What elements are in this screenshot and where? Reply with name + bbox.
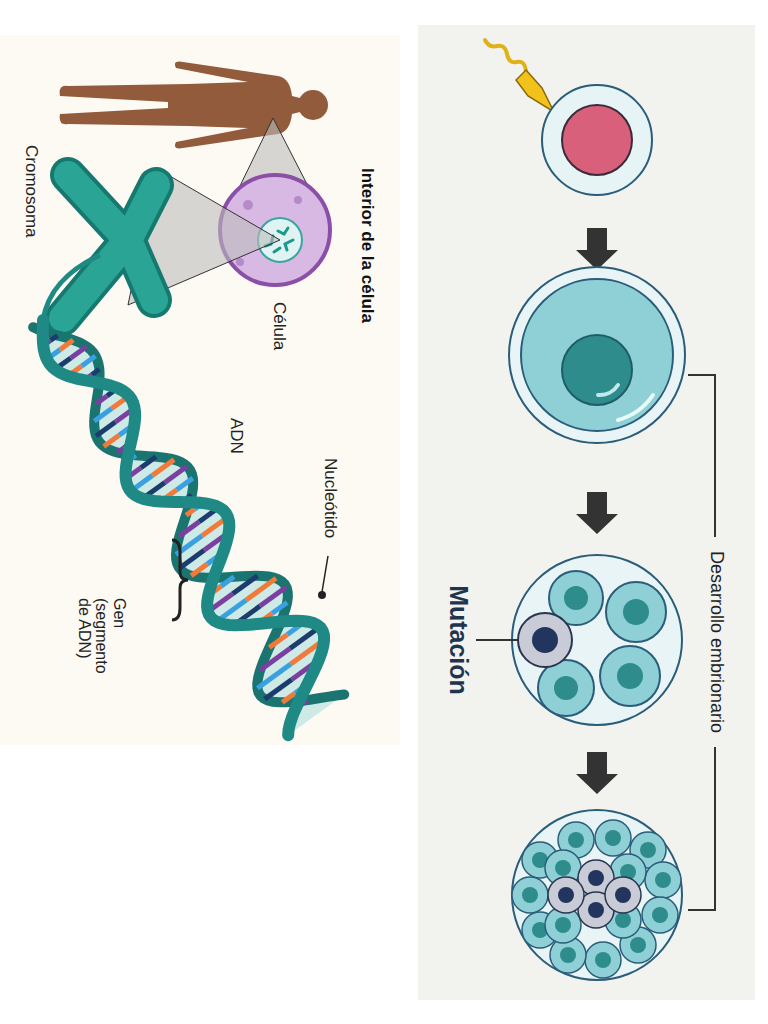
egg-cell	[542, 85, 652, 195]
base-pair	[60, 340, 73, 350]
cell-nucleus	[605, 830, 621, 846]
cell	[538, 660, 594, 716]
arrow	[576, 228, 618, 270]
embryo-outer	[512, 555, 682, 725]
base-pair	[96, 422, 115, 436]
part-label: Nucleótido	[320, 458, 339, 568]
cell-nucleus	[623, 599, 649, 625]
cell-cluster	[512, 820, 681, 978]
base-pair	[186, 509, 194, 515]
part-label: Célula	[269, 302, 288, 382]
dna-helix	[6, 294, 360, 735]
leader-dot	[318, 591, 326, 599]
cell-nucleus	[522, 887, 538, 903]
cell	[606, 582, 666, 642]
base-pair	[96, 396, 107, 404]
arrow	[576, 752, 618, 794]
cell-cluster	[518, 571, 666, 716]
base-pair	[141, 457, 156, 468]
part-label: Cromosoma	[21, 145, 40, 275]
base-pair	[233, 576, 258, 594]
cell	[585, 942, 621, 978]
base-pair	[177, 478, 193, 490]
cell-nucleus	[558, 887, 574, 903]
base-pair	[221, 577, 234, 586]
chromatid	[63, 175, 156, 318]
sperm-tail	[485, 40, 526, 72]
arrow	[576, 492, 618, 534]
organelle	[243, 200, 253, 210]
egg-nucleus	[562, 105, 632, 175]
cell-nucleus	[560, 947, 576, 963]
callout-label: Mutación	[445, 555, 473, 725]
cell-nucleus	[568, 832, 584, 848]
embryo-outer	[512, 810, 682, 980]
cell-nucleus	[588, 902, 604, 918]
base-pair	[82, 356, 96, 366]
zygote-nucleus	[562, 335, 632, 405]
organelle	[294, 196, 302, 204]
helix-backbone	[7, 296, 358, 734]
chromatid-outline	[63, 175, 156, 318]
leader-line	[476, 639, 518, 641]
cell	[645, 862, 681, 898]
cell-nucleus	[615, 887, 631, 903]
base-pair	[179, 550, 204, 568]
sperm-head	[516, 70, 554, 112]
person-head	[298, 90, 328, 120]
cell-nucleus	[655, 872, 671, 888]
cell	[600, 646, 660, 706]
cell	[512, 877, 548, 913]
highlight	[618, 395, 653, 420]
mutated-nucleus	[532, 627, 558, 653]
base-pair	[191, 564, 207, 576]
mutated-cell	[605, 877, 641, 913]
embryo-panel	[418, 25, 755, 1000]
mutated-cell	[548, 877, 584, 913]
cell	[642, 897, 678, 933]
mutated-cell	[518, 613, 572, 667]
base-pair	[165, 466, 187, 482]
base-pair	[152, 460, 174, 476]
cell	[595, 820, 631, 856]
helix-backbone	[6, 294, 360, 735]
cell-nucleus	[588, 870, 604, 886]
title-label: Interior de la célula	[357, 168, 376, 388]
cell-nucleus	[564, 586, 588, 610]
base-pair	[50, 335, 57, 340]
stage-label: Desarrollo embrionario	[706, 537, 726, 747]
cell-nucleus	[640, 842, 656, 858]
organelle	[236, 258, 244, 266]
base-pair	[179, 522, 199, 536]
cell-nucleus	[555, 860, 571, 876]
base-pair	[71, 346, 87, 357]
helix-fill	[6, 294, 360, 735]
part-label: ADN	[226, 418, 245, 478]
zygote-outer	[509, 267, 685, 443]
cell-nucleus	[630, 937, 646, 953]
base-pair	[92, 369, 100, 374]
chromosome	[63, 175, 156, 318]
base-pair	[94, 409, 111, 422]
cell-nucleus	[554, 676, 578, 700]
leader-line	[322, 556, 328, 592]
dna-panel	[0, 35, 400, 745]
part-label: Gen (segmento de ADN)	[75, 598, 128, 682]
cell-nucleus	[652, 907, 668, 923]
base-pair	[104, 435, 119, 446]
cell-nucleus	[555, 917, 571, 933]
base-pair	[272, 602, 287, 613]
person-silhouette	[60, 62, 300, 149]
cell-nucleus	[595, 952, 611, 968]
cell-nucleus	[615, 912, 631, 928]
brace	[172, 540, 188, 620]
zygote-cell	[521, 279, 673, 431]
highlight	[598, 385, 618, 395]
dna-strand	[43, 255, 100, 320]
base-pair	[269, 634, 287, 647]
cell-nucleus	[617, 663, 643, 689]
